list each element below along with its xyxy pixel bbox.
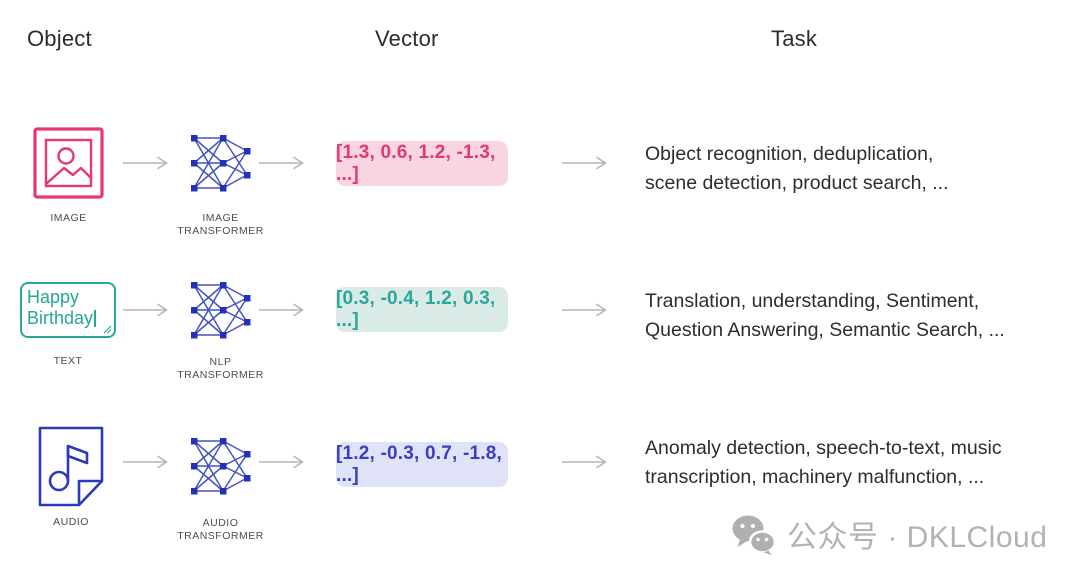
watermark: 公众号 · DKLCloud (731, 512, 1047, 556)
object-label: AUDIO (53, 516, 89, 528)
object-label: TEXT (53, 355, 83, 367)
text-box-content: Happy Birthday (27, 287, 94, 328)
wechat-icon (732, 515, 776, 555)
object-label: IMAGE (50, 212, 87, 224)
vector-value: [1.3, 0.6, 1.2, -1.3, ...] (336, 141, 508, 186)
flow-arrow-icon (259, 455, 304, 469)
flow-arrow-icon (562, 303, 607, 317)
neural-network-icon (191, 438, 251, 495)
flow-arrow-icon (123, 303, 168, 317)
image-icon (33, 127, 104, 199)
task-description: Translation, understanding, Sentiment, Q… (645, 290, 1005, 341)
text-box: Happy Birthday (20, 282, 116, 338)
task-description: Anomaly detection, speech-to-text, music… (645, 437, 1002, 488)
task-description: Object recognition, deduplication, scene… (645, 143, 949, 194)
column-header-task: Task (771, 26, 818, 51)
vector-value: [1.2, -0.3, 0.7, -1.8, ...] (336, 442, 508, 487)
text-cursor (94, 310, 96, 327)
column-header-object: Object (27, 26, 92, 51)
transformer-label: NLP TRANSFORMER (177, 356, 264, 381)
flow-arrow-icon (123, 156, 168, 170)
watermark-text: 公众号 · DKLCloud (787, 521, 1048, 554)
flow-arrow-icon (259, 303, 304, 317)
neural-network-icon (191, 282, 251, 339)
transformer-label: IMAGE TRANSFORMER (177, 212, 264, 237)
vector-value: [0.3, -0.4, 1.2, 0.3, ...] (336, 287, 508, 332)
flow-arrow-icon (562, 156, 607, 170)
audio-icon (38, 426, 104, 507)
transformer-label: AUDIO TRANSFORMER (177, 517, 264, 542)
column-header-vector: Vector (375, 26, 439, 51)
resize-handle-icon (103, 325, 112, 334)
flow-arrow-icon (123, 455, 168, 469)
flow-arrow-icon (259, 156, 304, 170)
neural-network-icon (191, 135, 251, 192)
flow-arrow-icon (562, 455, 607, 469)
